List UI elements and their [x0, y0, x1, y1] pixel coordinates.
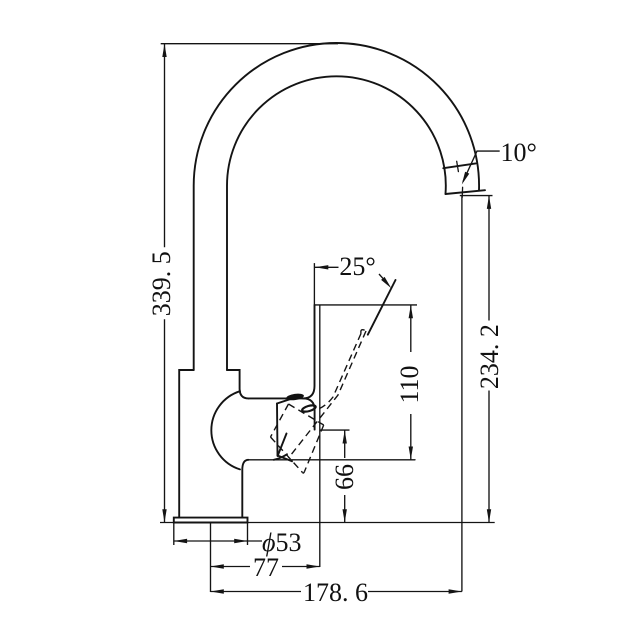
svg-text:339. 5: 339. 5	[147, 251, 176, 316]
svg-text:77: 77	[253, 553, 279, 582]
svg-text:10°: 10°	[501, 138, 537, 167]
svg-text:ϕ53: ϕ53	[262, 528, 301, 557]
svg-text:66: 66	[330, 464, 359, 490]
svg-text:178. 6: 178. 6	[303, 578, 368, 607]
svg-text:234. 2: 234. 2	[475, 324, 504, 389]
svg-text:25°: 25°	[339, 252, 375, 281]
svg-text:110: 110	[395, 365, 424, 403]
